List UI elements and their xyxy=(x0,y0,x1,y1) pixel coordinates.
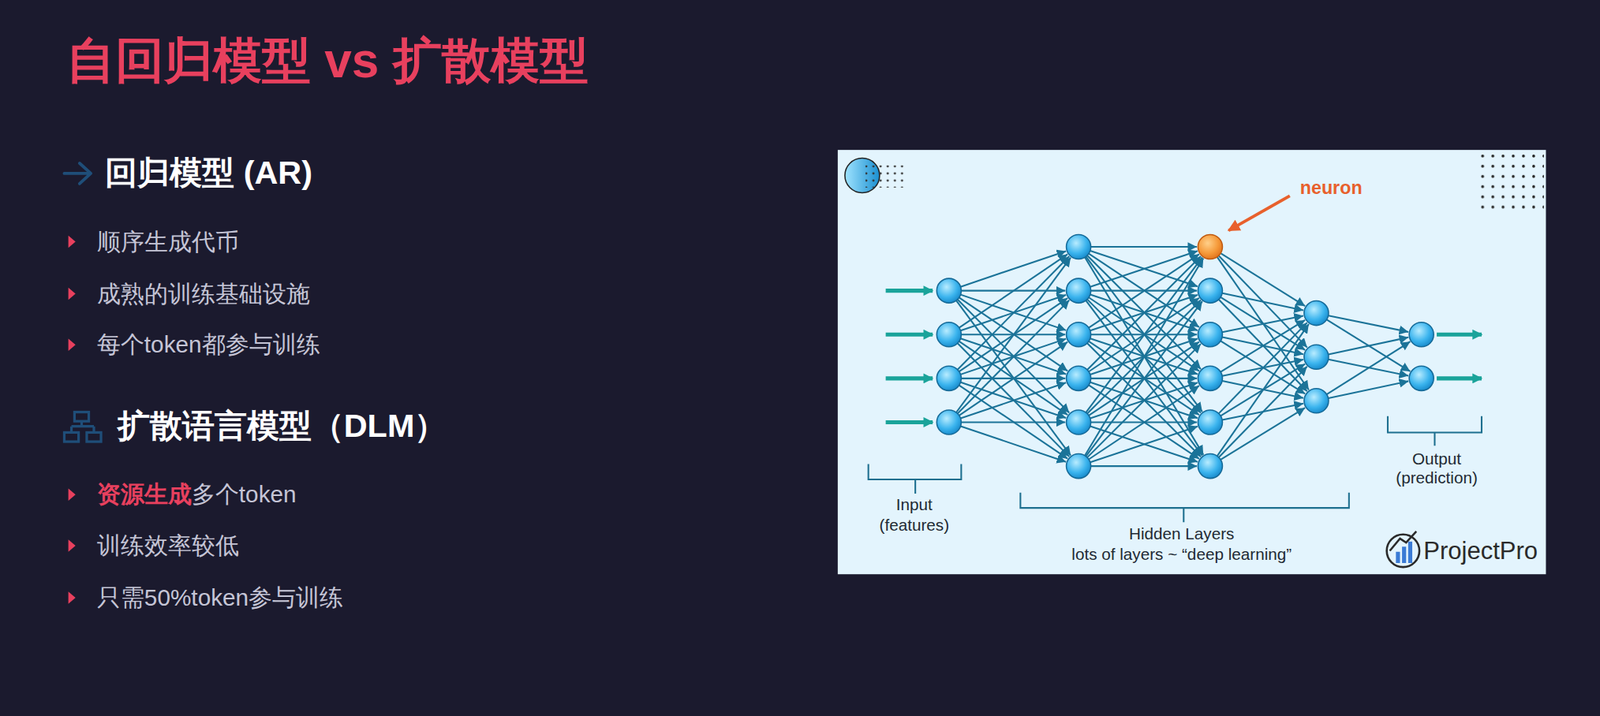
io-arrow xyxy=(885,332,933,337)
neural-network xyxy=(885,234,1482,479)
synapse-arrow xyxy=(1327,341,1411,395)
synapse-arrow xyxy=(1091,246,1198,248)
synapse-arrow xyxy=(1090,250,1198,287)
synapse-arrow xyxy=(1222,293,1304,311)
synapse-arrow xyxy=(1084,257,1204,456)
callout-label: neuron xyxy=(1300,177,1363,200)
io-arrow xyxy=(1436,332,1482,337)
bullet-markers xyxy=(68,235,76,605)
neuron-circle xyxy=(1197,234,1223,259)
layer-label: Input xyxy=(896,495,933,516)
io-arrow xyxy=(885,420,933,425)
bullet-text: 顺序生成代币 xyxy=(97,228,240,257)
neuron-circle xyxy=(1197,410,1223,435)
neuron-circle xyxy=(1066,322,1092,348)
deco-dots xyxy=(865,165,905,188)
logo-text: ProjectPro xyxy=(1423,536,1538,566)
neuron-circle xyxy=(936,366,961,391)
synapse-arrow xyxy=(960,250,1067,287)
neuron-circle xyxy=(1304,301,1329,326)
layer-label: Output xyxy=(1412,449,1462,470)
synapse-arrow xyxy=(1088,254,1200,328)
leader-arrow xyxy=(1228,195,1290,231)
synapse-arrow xyxy=(1328,337,1410,356)
section-heading: 回归模型 (AR) xyxy=(104,153,313,194)
synapse-arrow xyxy=(959,254,1068,328)
synapse-arrow xyxy=(960,382,1067,419)
arrow-icon xyxy=(63,163,91,184)
synapse-arrow xyxy=(1218,255,1308,348)
synapse-arrow xyxy=(956,300,1071,456)
synapse-arrow xyxy=(1088,254,1200,328)
neuron-circle xyxy=(1197,322,1223,348)
logo-mark xyxy=(1386,531,1420,568)
synapse-arrow xyxy=(1090,250,1198,287)
bullet-text: 只需50%token参与训练 xyxy=(97,583,344,613)
network-icon xyxy=(63,412,101,443)
neuron-circle xyxy=(1066,454,1092,479)
synapse-arrow xyxy=(957,300,1070,415)
synapse-arrow xyxy=(1218,322,1308,414)
neuron-circle xyxy=(936,410,961,435)
bullet-text: 每个token都参与训练 xyxy=(97,330,321,359)
synapse-arrow xyxy=(959,342,1068,416)
layer-label: (prediction) xyxy=(1395,468,1477,489)
illustration-panel xyxy=(837,149,1547,575)
synapse-arrow xyxy=(1085,257,1202,413)
neuron-circle xyxy=(1409,366,1434,391)
neuron-circle xyxy=(1304,388,1329,414)
bullet-text: 多个token xyxy=(191,480,297,509)
synapse-arrow xyxy=(1085,301,1202,457)
synapse-arrow xyxy=(1328,315,1410,333)
synapse-arrow xyxy=(1091,465,1198,468)
synapse-arrow xyxy=(1088,385,1200,460)
io-arrow xyxy=(885,288,933,293)
neuron-circle xyxy=(936,278,961,303)
neuron-circle xyxy=(1066,278,1092,303)
neuron-circle xyxy=(1304,344,1329,370)
synapse-arrow xyxy=(960,426,1067,462)
deco-dots xyxy=(1480,153,1544,216)
synapse-arrow xyxy=(1222,315,1304,333)
highlight-text: 资源生成 xyxy=(97,480,192,509)
synapse-arrow xyxy=(1220,407,1305,460)
io-arrow xyxy=(1436,376,1482,381)
synapse-arrow xyxy=(960,421,1066,423)
slide-title: 自回归模型 vs 扩散模型 xyxy=(66,31,589,90)
brackets xyxy=(868,416,1482,524)
neuron-circle xyxy=(1197,278,1223,303)
synapse-arrow xyxy=(1090,426,1198,462)
synapse-arrow xyxy=(1327,319,1411,372)
layer-label: lots of layers ~ “deep learning” xyxy=(1071,545,1292,565)
synapse-arrow xyxy=(1218,366,1308,458)
io-arrow xyxy=(885,376,933,381)
synapse-arrow xyxy=(956,257,1071,413)
neuron-circle xyxy=(1409,322,1434,348)
neuron-circle xyxy=(1197,454,1223,479)
synapse-arrow xyxy=(1217,324,1309,457)
synapse-arrow xyxy=(1220,297,1305,351)
neuron-circle xyxy=(1066,234,1092,259)
synapse-arrow xyxy=(1087,343,1201,458)
neuron-circle xyxy=(1197,366,1223,391)
neuron-circle xyxy=(1066,410,1092,435)
bullet-text: 训练效率较低 xyxy=(97,531,240,561)
synapse-arrow xyxy=(960,382,1067,419)
synapse-arrow xyxy=(1087,343,1201,457)
synapse-arrow xyxy=(1328,381,1410,399)
bullet-text: 成熟的训练基础设施 xyxy=(97,280,311,309)
neuron-circle xyxy=(1066,366,1092,391)
layer-label: Hidden Layers xyxy=(1128,524,1234,545)
section-heading: 扩散语言模型（DLM） xyxy=(117,407,448,447)
synapse-arrow xyxy=(1090,426,1198,463)
layer-label: (features) xyxy=(879,515,950,536)
neuron-circle xyxy=(936,322,961,348)
synapse-arrow xyxy=(1220,320,1305,373)
